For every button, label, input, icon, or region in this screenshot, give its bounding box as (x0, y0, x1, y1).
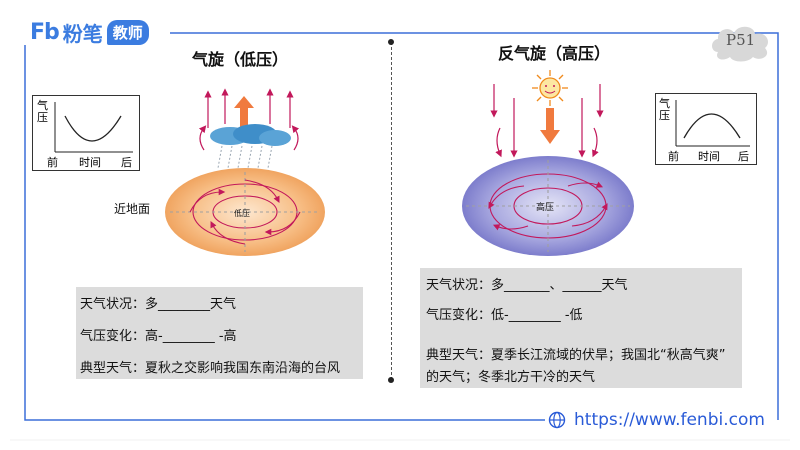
center-divider (391, 42, 392, 380)
left-chart-x-time: 时间 (79, 156, 101, 169)
left-chart-x-after: 后 (121, 156, 132, 169)
rising-air-arrows (198, 88, 300, 151)
right-chart-x-before: 前 (668, 150, 679, 163)
logo-brand-name: 粉笔 (62, 21, 103, 46)
right-chart-ylabel: 气压 (659, 97, 670, 122)
cyclone-isobars (170, 172, 320, 252)
page-number-badge: P51 (708, 22, 774, 62)
right-pressure-chart: 气压 前 时间 后 (655, 93, 757, 165)
rain-cloud-icon (210, 124, 291, 169)
footer-url[interactable]: https://www.fenbi.com (548, 405, 765, 435)
logo-tag: 教师 (106, 19, 149, 45)
right-info-panel: 天气状况：多_______、______天气 气压变化：低-________ -… (420, 268, 742, 388)
right-pressure-change: 气压变化：低-________ -低 (426, 308, 583, 323)
brand-logo: Fb 粉笔 教师 (30, 18, 149, 46)
page-number: P51 (726, 31, 756, 49)
left-title: 气旋（低压） (192, 50, 289, 69)
low-center-label: 低压 (234, 208, 250, 218)
left-typical-weather: 典型天气：夏秋之交影响我国东南沿海的台风 (80, 361, 341, 376)
cyclone-inflow-arrows (189, 179, 301, 245)
cyclone-diagram: 低压 (165, 88, 325, 256)
right-chart-x-time: 时间 (698, 150, 720, 163)
high-center-label: 高压 (536, 201, 554, 213)
updraft-arrow (234, 96, 254, 128)
right-chart-x-after: 后 (738, 150, 749, 163)
right-title: 反气旋（高压） (498, 44, 611, 63)
cloud-badge-shape (712, 26, 769, 62)
high-pressure-area (462, 156, 634, 256)
globe-icon (548, 411, 566, 429)
right-typical-weather-line1: 典型天气：夏季长江流域的伏旱；我国北“秋高气爽” (426, 348, 726, 363)
sinking-air-arrows (490, 84, 604, 158)
right-weather-condition: 天气状况：多_______、______天气 (426, 278, 628, 293)
downdraft-arrow (540, 108, 560, 144)
left-chart-x-before: 前 (47, 156, 58, 169)
sun-icon (532, 70, 568, 106)
left-pressure-chart: 气压 前 时间 后 (32, 95, 140, 171)
divider-dot-bottom (388, 377, 394, 383)
left-info-panel: 天气状况：多________天气 气压变化：高-________ -高 典型天气… (76, 287, 363, 379)
footer-url-text[interactable]: https://www.fenbi.com (574, 410, 765, 430)
left-chart-ylabel: 气压 (37, 99, 48, 124)
divider-dot-top (388, 39, 394, 45)
near-ground-label: 近地面 (114, 202, 151, 216)
logo-mark: Fb (30, 19, 60, 45)
right-typical-weather-line2: 的天气；冬季北方干冷的天气 (426, 370, 596, 385)
left-pressure-change: 气压变化：高-________ -高 (80, 329, 237, 344)
left-weather-condition: 天气状况：多________天气 (80, 297, 237, 312)
anticyclone-outflow-arrows (488, 181, 608, 231)
anticyclone-diagram: 高压 (462, 70, 634, 256)
